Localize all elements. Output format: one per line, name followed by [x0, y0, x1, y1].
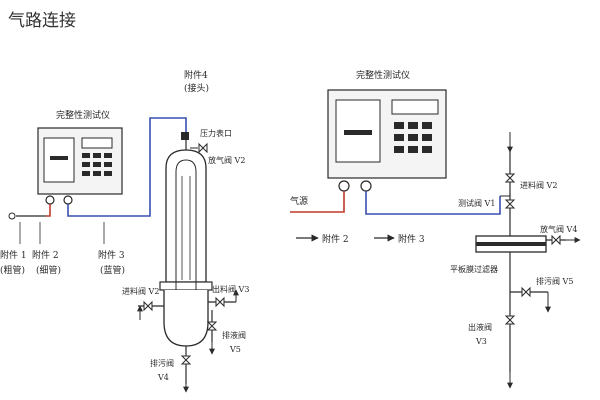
- left-a4-line2: (接头): [184, 82, 209, 94]
- left-a3-line2: (蓝管): [100, 264, 125, 276]
- left-a1-line1: 附件 1: [0, 249, 27, 261]
- left-outlet-port: [63, 195, 73, 205]
- left-a1-line2: (粗管): [0, 264, 25, 276]
- right-test-valve-icon: [504, 199, 516, 209]
- left-red-pipe: [46, 204, 51, 217]
- right-instrument-label: 完整性测试仪: [356, 69, 410, 81]
- left-inlet-port: [45, 195, 55, 205]
- right-tester-display: [391, 99, 439, 115]
- right-red-pipe: [290, 191, 345, 213]
- left-a2-line2: (细管): [36, 264, 61, 276]
- left-blue-pipe: [67, 117, 187, 217]
- left-drain-valve-label: 排液阀: [222, 330, 246, 340]
- right-waste-valve-label: 排污阀 V5: [536, 276, 573, 286]
- left-integrity-tester: [37, 127, 123, 205]
- left-instrument-label: 完整性测试仪: [56, 109, 110, 121]
- page-title: 气路连接: [8, 11, 76, 31]
- right-outlet-valve-id: V3: [475, 337, 487, 346]
- left-pressure-port-label: 压力表口: [200, 128, 232, 138]
- right-inlet-valve-icon: [504, 173, 516, 183]
- right-a3-label: 附件 3: [398, 233, 425, 245]
- left-tester-display: [81, 137, 113, 149]
- left-waste-valve-id: V4: [157, 373, 169, 382]
- right-inlet-valve-label: 进料阀 V2: [520, 180, 557, 190]
- left-filter-housing: [159, 140, 213, 347]
- left-outlet-valve-label: 出料阀 V3: [212, 284, 249, 294]
- right-integrity-tester: [327, 89, 447, 192]
- left-drain-valve-id: V5: [229, 345, 241, 354]
- left-tester-keypad: [82, 153, 112, 176]
- left-waste-valve-icon: [180, 355, 192, 365]
- left-diagram: 完整性测试仪 附件4 (接头) 压力表口 放气阀 V2: [0, 69, 249, 393]
- left-inlet-valve-label: 进料阀 V2: [122, 286, 159, 296]
- left-tester-screen: [43, 137, 75, 183]
- right-vent-valve-label: 放气阀 V4: [540, 224, 577, 234]
- left-connector: [181, 132, 189, 140]
- right-a2-label: 附件 2: [322, 233, 349, 245]
- left-outlet-valve-icon: [215, 296, 225, 308]
- right-tester-keypad: [394, 122, 432, 153]
- right-diagram: 完整性测试仪 气源 附件 2 附件 3 进料阀 V2: [290, 69, 581, 389]
- right-waste-valve-icon: [521, 286, 531, 298]
- left-waste-valve-label: 排污阀: [150, 358, 174, 368]
- right-inlet-port: [338, 180, 350, 192]
- right-outlet-port: [360, 180, 372, 192]
- left-vent-valve-icon: [198, 142, 208, 154]
- right-gas-source-label: 气源: [290, 195, 308, 207]
- right-outlet-valve-label: 出液阀: [468, 322, 492, 332]
- left-a3-line1: 附件 3: [98, 249, 125, 261]
- right-blue-pipe: [365, 191, 501, 215]
- left-a2-line1: 附件 2: [32, 249, 59, 261]
- right-test-valve-label: 测试阀 V1: [458, 198, 495, 208]
- left-vent-valve-label: 放气阀 V2: [208, 155, 245, 165]
- right-flat-filter-label: 平板膜过滤器: [450, 264, 498, 274]
- left-a4-line1: 附件4: [184, 69, 208, 81]
- right-vent-valve-icon: [551, 234, 561, 246]
- left-inlet-valve-icon: [143, 300, 153, 312]
- right-outlet-valve-icon: [504, 315, 516, 325]
- left-drain-valve-icon: [206, 321, 218, 331]
